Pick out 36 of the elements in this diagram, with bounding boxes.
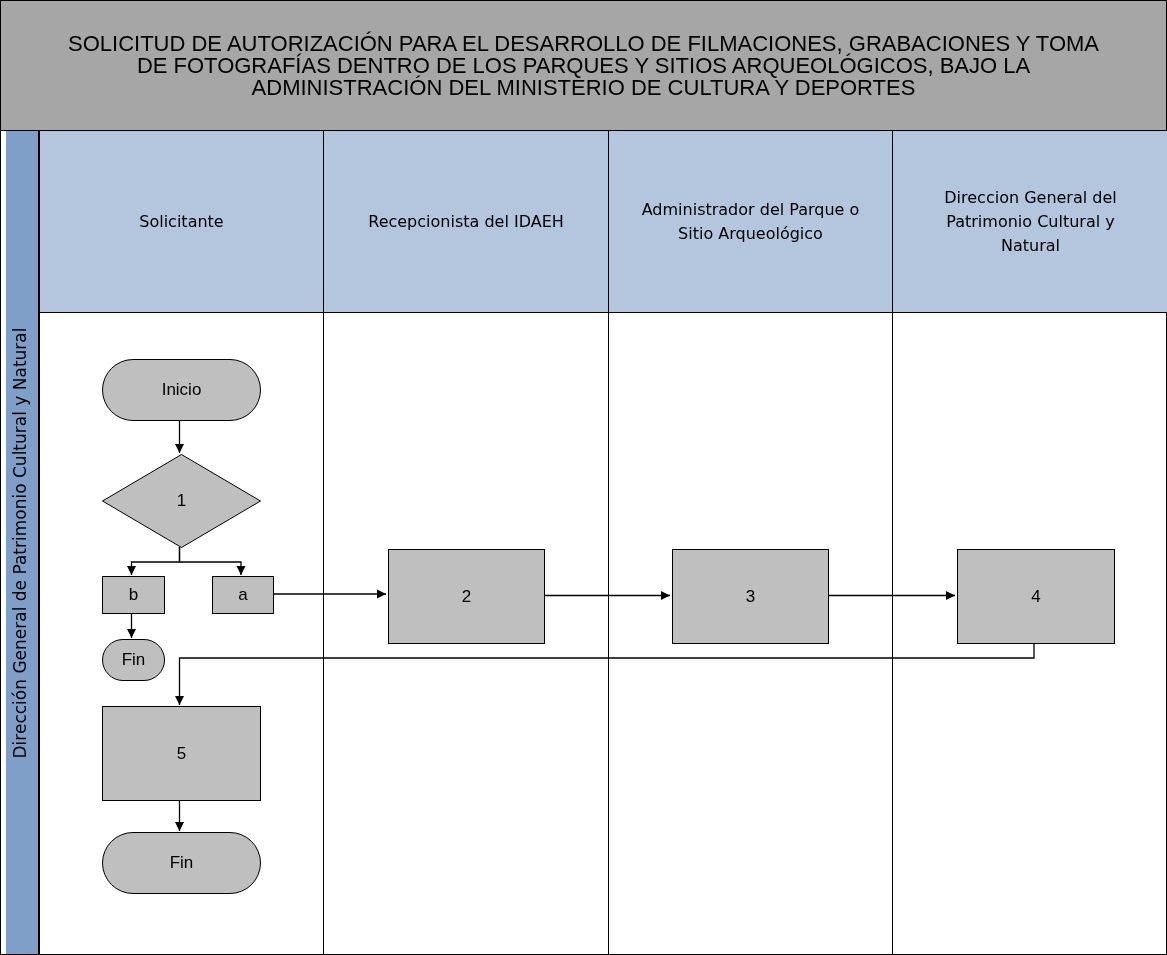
node-label: 4 [1031,586,1041,607]
node-label: Fin [169,853,194,873]
swimlane [892,131,1167,955]
title-banner: SOLICITUD DE AUTORIZACIÓN PARA EL DESARROLLO DE FILMACIONES, GRABACIONES Y TOMA DE FOTOGRAFÍAS DENTRO DE LOS PARQUES Y SITIOS ARQUEOLÓGICOS, BAJO LA ADMINISTRACIÓN DEL MINISTERIO DE CULTURA Y DEPORTES [0,0,1167,131]
lane-header: Administrador del Parque o Sitio Arqueológico [609,131,892,313]
swimlane [608,131,892,955]
arrow [271,589,387,599]
lane-header: Solicitante [40,131,323,313]
process-box [388,549,545,644]
node-label: 3 [745,586,756,607]
arrow [174,642,1035,706]
lane-header: Direccion General del Patrimonio Cultural y Natural [893,131,1167,313]
process-box [212,576,274,614]
node-label: 2 [461,586,472,607]
arrow [178,546,246,576]
node-label: 1 [176,491,187,511]
node-label: 5 [176,743,187,764]
process-box [102,706,261,801]
process-box [957,549,1115,644]
arrow [126,612,137,639]
arrow [542,590,671,601]
swimlane [323,131,608,955]
node-label: b [128,585,139,605]
node-label: Inicio [161,380,202,400]
process-box [672,549,829,644]
swimlane [39,131,323,955]
arrow [174,799,185,832]
pool-label: Dirección General de Patrimonio Cultural y Natural [10,327,30,758]
process-box [102,576,165,614]
arrow [174,419,185,454]
decision-diamond [102,454,261,548]
lane-header: Recepcionista del IDAEH [324,131,608,313]
node-label: a [238,585,248,605]
node-label: Fin [121,650,146,670]
pool [0,130,1167,955]
arrow [826,590,956,601]
